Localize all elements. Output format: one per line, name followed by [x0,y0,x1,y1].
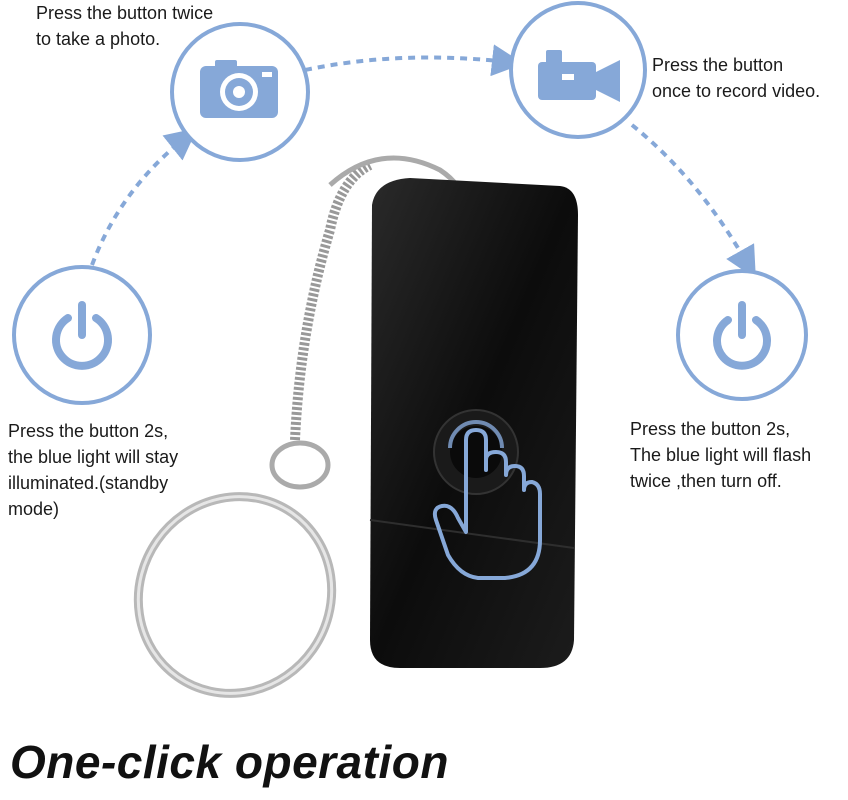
text-line: Press the button 2s, [630,419,791,439]
text-line: the blue light will stay [8,447,179,467]
video-instruction: Press the button once to record video. [652,52,820,104]
power-icon [52,301,112,370]
page-title: One-click operation [10,736,449,788]
text-line: The blue light will flash [630,445,812,465]
power-off-instruction: Press the button 2s, The blue light will… [630,416,811,494]
arrow-video-to-power [630,123,756,279]
text-line: to take a photo. [36,29,161,49]
photo-instruction: Press the button twice to take a photo. [36,0,213,52]
text-line: once to record video. [652,81,821,101]
power-icon [713,301,771,370]
text-line: twice ,then turn off. [630,471,782,491]
hand-pointer-icon [432,420,542,580]
text-line: Press the button [652,55,784,75]
flow-arrows [90,44,756,279]
camera-icon [200,60,278,118]
text-line: Press the button twice [36,3,214,23]
power-on-instruction: Press the button 2s, the blue light will… [8,418,178,522]
video-camera-icon [538,50,620,102]
text-line: mode) [8,499,60,519]
arrow-power-to-photo [90,128,198,266]
arrow-photo-to-video [304,44,524,77]
keyring [133,155,465,698]
text-line: Press the button 2s, [8,421,169,441]
text-line: illuminated.(standby [8,473,169,493]
